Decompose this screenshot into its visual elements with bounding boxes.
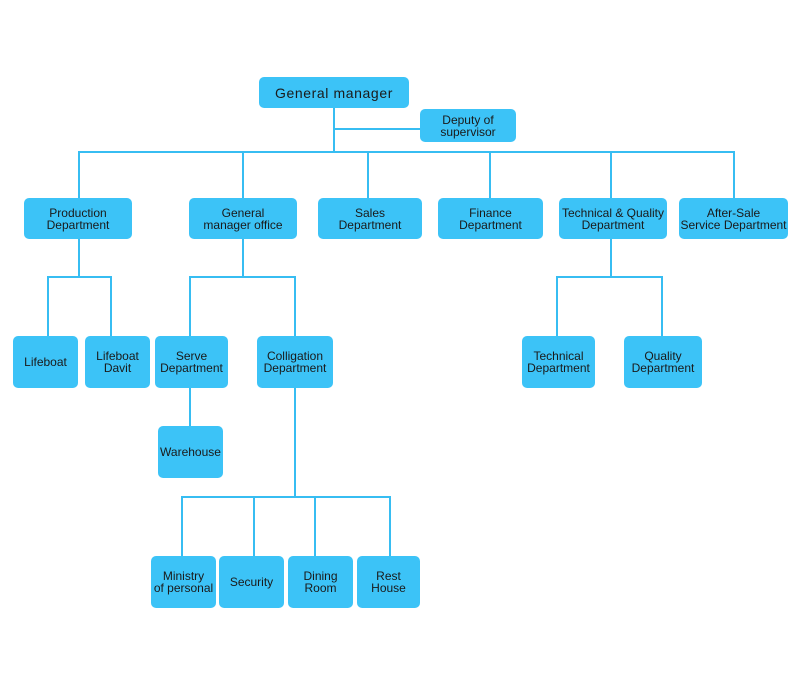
- deputy-supervisor-box: Deputy of supervisor: [420, 109, 516, 142]
- connector: [610, 239, 612, 277]
- connector: [47, 276, 112, 278]
- quality-department-box: Quality Department: [624, 336, 702, 388]
- dining-room-box: Dining Room: [288, 556, 353, 608]
- connector: [314, 496, 316, 556]
- connector: [294, 388, 296, 497]
- connector: [189, 388, 191, 426]
- warehouse-box: Warehouse: [158, 426, 223, 478]
- connector: [294, 276, 296, 336]
- connector: [78, 151, 735, 153]
- technical-quality-department-box: Technical & Quality Department: [559, 198, 667, 239]
- connector: [610, 151, 612, 198]
- lifeboat-box: Lifeboat: [13, 336, 78, 388]
- connector: [556, 276, 558, 336]
- connector: [661, 276, 663, 336]
- security-box: Security: [219, 556, 284, 608]
- serve-department-box: Serve Department: [155, 336, 228, 388]
- connector: [181, 496, 391, 498]
- connector: [78, 151, 80, 198]
- connector: [189, 276, 191, 336]
- general-manager-box: General manager: [259, 77, 409, 108]
- colligation-department-box: Colligation Department: [257, 336, 333, 388]
- general-manager-office-box: General manager office: [189, 198, 297, 239]
- sales-department-box: Sales Department: [318, 198, 422, 239]
- connector: [189, 276, 296, 278]
- connector: [389, 496, 391, 556]
- connector: [489, 151, 491, 198]
- connector: [253, 496, 255, 556]
- connector: [733, 151, 735, 198]
- rest-house-box: Rest House: [357, 556, 420, 608]
- connector: [47, 276, 49, 336]
- connector: [242, 151, 244, 198]
- connector: [556, 276, 663, 278]
- connector: [78, 239, 80, 277]
- lifeboat-davit-box: Lifeboat Davit: [85, 336, 150, 388]
- connector: [242, 239, 244, 277]
- after-sale-service-department-box: After-Sale Service Department: [679, 198, 788, 239]
- technical-department-box: Technical Department: [522, 336, 595, 388]
- connector: [333, 108, 335, 152]
- connector: [110, 276, 112, 336]
- connector: [367, 151, 369, 198]
- finance-department-box: Finance Department: [438, 198, 543, 239]
- connector: [181, 496, 183, 556]
- ministry-of-personal-box: Ministry of personal: [151, 556, 216, 608]
- production-department-box: Production Department: [24, 198, 132, 239]
- connector: [333, 128, 421, 130]
